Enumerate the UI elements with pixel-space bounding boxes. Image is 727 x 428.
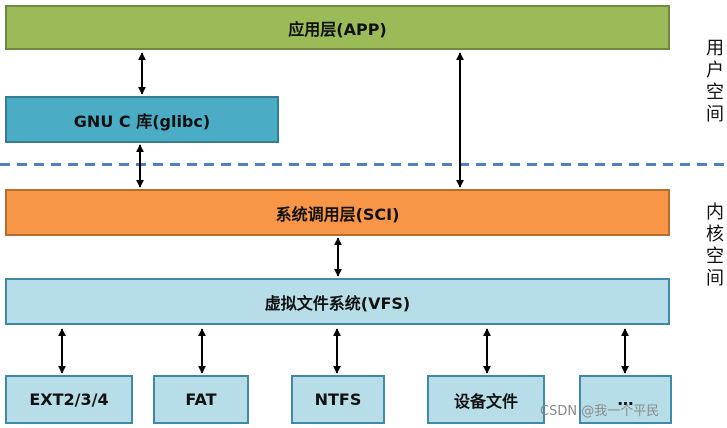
fs-box-device-files: 设备文件: [427, 375, 545, 424]
kernel-space-label: 内核空间: [706, 202, 724, 289]
fs-label-ntfs: NTFS: [314, 390, 362, 409]
user-kernel-boundary-line: [0, 163, 727, 166]
fs-label-fat: FAT: [185, 390, 217, 409]
fs-box-fat: FAT: [153, 375, 249, 424]
app-layer-box: 应用层(APP): [5, 5, 670, 50]
fs-label-device-files: 设备文件: [453, 391, 518, 411]
system-call-layer-box: 系统调用层(SCI): [5, 189, 670, 236]
fs-box-ntfs: NTFS: [291, 375, 385, 424]
fs-box-ext: EXT2/3/4: [5, 375, 133, 424]
fs-label-ext: EXT2/3/4: [29, 390, 109, 409]
app-layer-label: 应用层(APP): [288, 19, 387, 39]
glibc-label: GNU C 库(glibc): [73, 111, 211, 131]
glibc-box: GNU C 库(glibc): [5, 96, 279, 143]
user-space-label: 用户空间: [706, 38, 724, 125]
fs-box-more: …: [579, 375, 672, 424]
fs-label-more: …: [617, 390, 634, 409]
vfs-label: 虚拟文件系统(VFS): [264, 293, 411, 313]
watermark: CSDN @我一个平民: [540, 404, 660, 419]
system-call-layer-label: 系统调用层(SCI): [275, 204, 400, 224]
vfs-box: 虚拟文件系统(VFS): [5, 278, 670, 325]
